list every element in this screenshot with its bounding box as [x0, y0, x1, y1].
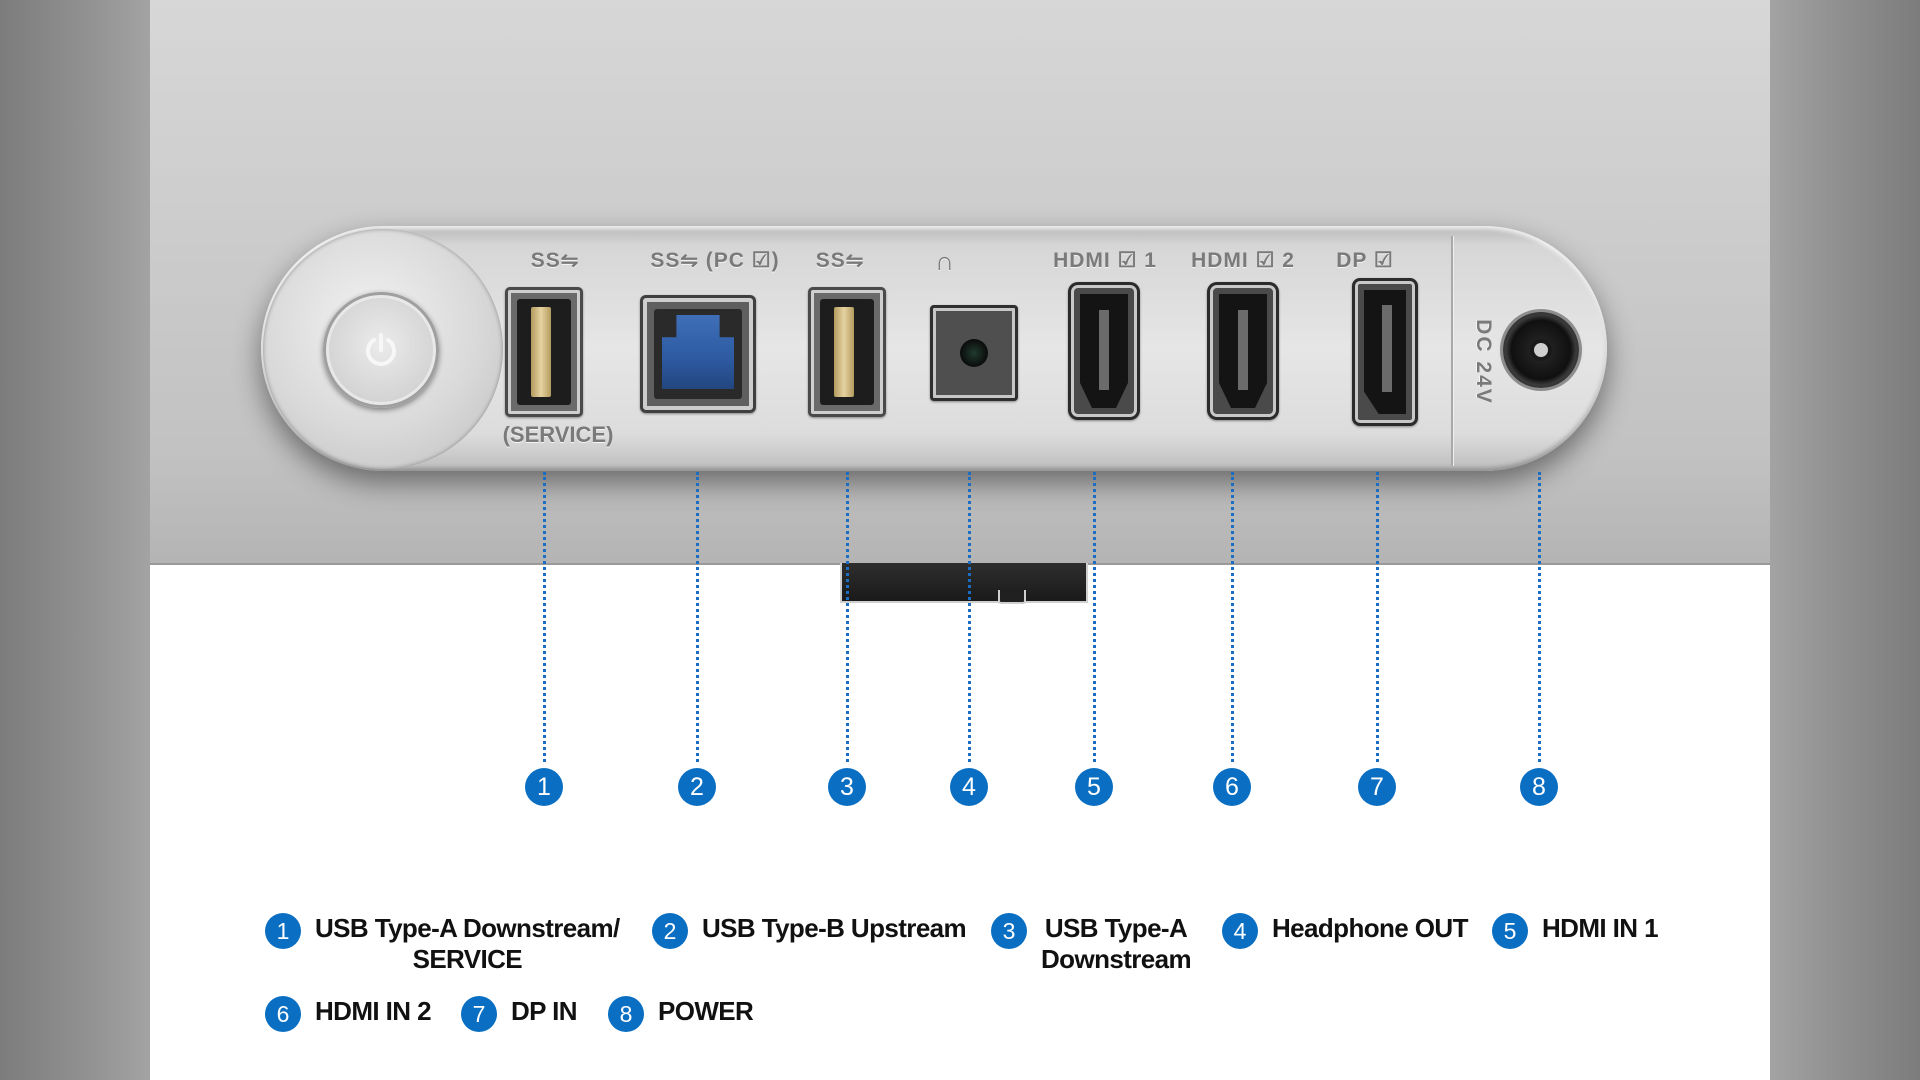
dc-power-jack[interactable] — [1503, 312, 1579, 388]
legend-number: 8 — [608, 996, 644, 1032]
legend-text: USB Type-B Upstream — [702, 913, 967, 943]
usb-a-service-label: SS⇋ — [530, 249, 580, 272]
leader-line-4 — [968, 472, 971, 762]
stand-mount — [840, 563, 1088, 603]
legend-item-1: 1 USB Type-A Downstream/ SERVICE — [265, 913, 620, 975]
legend-item-7: 7 DP IN — [461, 996, 577, 1032]
diagram-stage: SS⇋ (SERVICE) SS⇋ (PC ☑) SS⇋ ∩ HDMI ☑ 1 … — [150, 0, 1770, 1080]
leader-line-2 — [696, 472, 699, 762]
power-button[interactable] — [323, 292, 439, 408]
left-background — [0, 0, 150, 1080]
hdmi2-label: HDMI ☑ 2 — [1191, 249, 1295, 272]
legend-number: 6 — [265, 996, 301, 1032]
legend-text: HDMI IN 1 — [1542, 913, 1659, 943]
legend-item-3: 3 USB Type-A Downstream — [991, 913, 1192, 975]
callout-2: 2 — [678, 768, 716, 806]
legend-text: Headphone OUT — [1272, 913, 1468, 943]
hdmi2-port[interactable] — [1207, 282, 1279, 420]
legend-number: 2 — [652, 913, 688, 949]
legend-item-4: 4 Headphone OUT — [1222, 913, 1468, 949]
callout-8: 8 — [1520, 768, 1558, 806]
leader-line-5 — [1093, 472, 1096, 762]
usb-a-service-port[interactable] — [505, 287, 583, 417]
callout-7: 7 — [1358, 768, 1396, 806]
legend-number: 3 — [991, 913, 1027, 949]
legend-text: DP IN — [511, 996, 577, 1026]
legend-number: 7 — [461, 996, 497, 1032]
legend-number: 1 — [265, 913, 301, 949]
hdmi1-port[interactable] — [1068, 282, 1140, 420]
leader-line-7 — [1376, 472, 1379, 762]
usb-b-label: SS⇋ (PC ☑) — [650, 249, 780, 272]
stand-notch — [998, 590, 1026, 604]
usb-b-upstream-port[interactable] — [640, 295, 756, 413]
legend-item-8: 8 POWER — [608, 996, 754, 1032]
dp-label: DP ☑ — [1336, 249, 1394, 272]
callout-5: 5 — [1075, 768, 1113, 806]
leader-line-6 — [1231, 472, 1234, 762]
callout-3: 3 — [828, 768, 866, 806]
right-background — [1770, 0, 1920, 1080]
legend-number: 5 — [1492, 913, 1528, 949]
legend-text: USB Type-A Downstream — [1041, 913, 1192, 974]
callout-6: 6 — [1213, 768, 1251, 806]
hdmi1-label: HDMI ☑ 1 — [1053, 249, 1157, 272]
panel-divider — [1451, 236, 1453, 466]
usb-a-downstream-port[interactable] — [808, 287, 886, 417]
callout-1: 1 — [525, 768, 563, 806]
power-icon — [366, 333, 396, 366]
legend-text: HDMI IN 2 — [315, 996, 432, 1026]
service-label: (SERVICE) — [502, 422, 614, 447]
legend-number: 4 — [1222, 913, 1258, 949]
monitor-back-panel: SS⇋ (SERVICE) SS⇋ (PC ☑) SS⇋ ∩ HDMI ☑ 1 … — [150, 0, 1770, 565]
legend-text: POWER — [658, 996, 754, 1026]
leader-line-1 — [543, 472, 546, 762]
headphone-jack[interactable] — [930, 305, 1018, 401]
headphone-label: ∩ — [935, 246, 955, 276]
usb-a-downstream-label: SS⇋ — [815, 249, 865, 272]
legend-item-2: 2 USB Type-B Upstream — [652, 913, 967, 949]
dc-label: DC 24V — [1472, 319, 1495, 405]
legend-item-6: 6 HDMI IN 2 — [265, 996, 432, 1032]
callout-4: 4 — [950, 768, 988, 806]
leader-line-3 — [846, 472, 849, 762]
legend-item-5: 5 HDMI IN 1 — [1492, 913, 1659, 949]
leader-line-8 — [1538, 472, 1541, 762]
dp-port[interactable] — [1352, 278, 1418, 426]
legend-text: USB Type-A Downstream/ SERVICE — [315, 913, 620, 974]
